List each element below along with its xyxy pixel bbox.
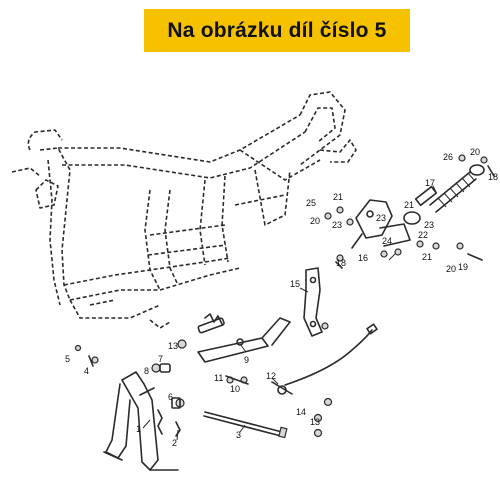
- callout-2: 2: [172, 438, 177, 448]
- callout-18a: 18: [488, 172, 498, 182]
- callout-7: 7: [158, 354, 163, 364]
- callout-20b: 20: [310, 216, 320, 226]
- shock-absorber: [403, 164, 485, 225]
- callout-13a: 13: [168, 341, 178, 351]
- callout-23b: 23: [332, 220, 342, 230]
- callout-22: 22: [418, 230, 428, 240]
- callout-3: 3: [236, 430, 241, 440]
- axle-rod: [203, 411, 288, 439]
- callout-8: 8: [144, 366, 149, 376]
- callout-26: 26: [443, 152, 453, 162]
- callout-24: 24: [382, 236, 392, 246]
- stand-bracket: [303, 267, 323, 337]
- callout-13b: 13: [310, 417, 320, 427]
- callout-18b: 18: [336, 258, 346, 268]
- side-stand: [197, 317, 291, 363]
- callout-19: 19: [458, 262, 468, 272]
- callout-21b: 21: [404, 200, 414, 210]
- callout-20c: 20: [446, 264, 456, 274]
- callout-23c: 23: [424, 220, 434, 230]
- callout-11: 11: [214, 373, 223, 383]
- scooter-frame: [11, 91, 357, 329]
- callout-6: 6: [168, 392, 173, 402]
- engine-bracket: [351, 199, 411, 249]
- callout-25: 25: [306, 198, 316, 208]
- callout-17: 17: [425, 178, 435, 188]
- leader-lines: [142, 185, 437, 441]
- title-banner: Na obrázku díl číslo 5: [144, 9, 410, 52]
- callout-16: 16: [358, 253, 368, 263]
- callout-9: 9: [244, 355, 249, 365]
- center-stand: [103, 371, 179, 471]
- callout-21a: 21: [333, 192, 343, 202]
- callout-5: 5: [65, 354, 70, 364]
- callout-labels: 1 2 3 4 5 6 7 8 9 10 11 12 13 13 14 15 1…: [65, 147, 498, 448]
- brake-cable: [271, 323, 378, 395]
- callout-10: 10: [230, 384, 240, 394]
- callout-20a: 20: [470, 147, 480, 157]
- callout-21c: 21: [422, 252, 432, 262]
- callout-4: 4: [84, 366, 89, 376]
- banner-title: Na obrázku díl číslo 5: [167, 18, 387, 42]
- callout-12: 12: [266, 371, 276, 381]
- callout-14: 14: [296, 407, 306, 417]
- callout-23a: 23: [376, 213, 386, 223]
- callout-15: 15: [290, 279, 300, 289]
- callout-1: 1: [136, 424, 141, 434]
